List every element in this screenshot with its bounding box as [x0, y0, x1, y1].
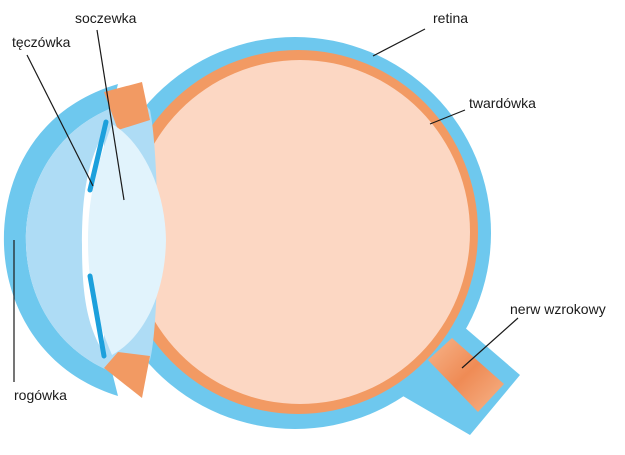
label-twardowka: twardówka: [469, 95, 536, 111]
vitreous-body: [130, 60, 470, 404]
label-nerw-wzrokowy: nerw wzrokowy: [510, 301, 606, 317]
leader-retina: [373, 29, 425, 56]
label-retina: retina: [433, 10, 468, 26]
label-soczewka: soczewka: [75, 10, 137, 26]
label-teczowka: tęczówka: [12, 34, 71, 50]
label-rogowka: rogówka: [14, 387, 67, 403]
